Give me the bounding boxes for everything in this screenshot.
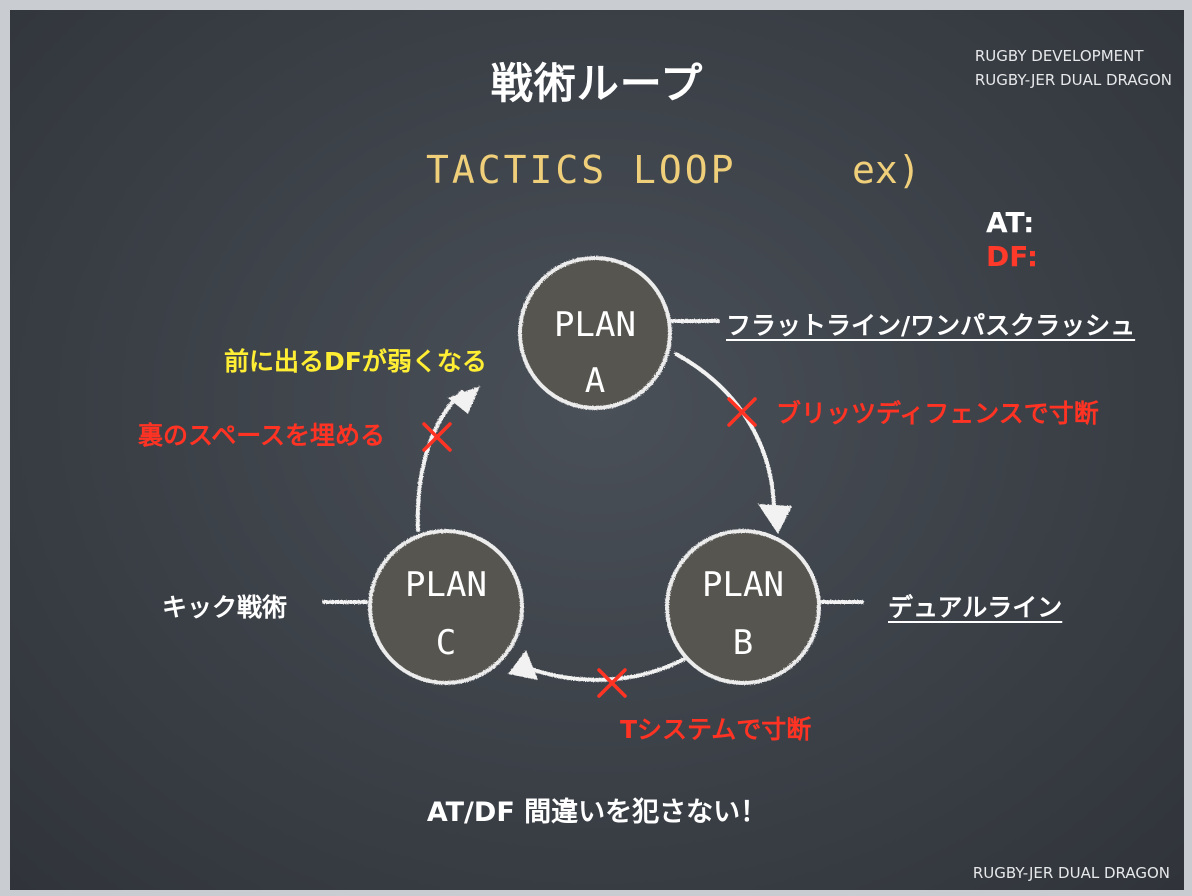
subtitle-suffix: ex) [852, 148, 921, 192]
ca-effect-label: 前に出るDFが弱くなる [224, 347, 487, 376]
slide-title: 戦術ループ [490, 59, 704, 108]
plan-a-circle [518, 256, 672, 410]
brand-line-2: RUGBY-JER DUAL DRAGON [974, 71, 1172, 89]
plan-c-attack-label: キック戦術 [162, 593, 288, 622]
cross-mark-bc [597, 668, 627, 698]
plan-b-attack-label: デュアルライン [888, 593, 1063, 622]
ab-defense-label: ブリッツディフェンスで寸断 [776, 399, 1099, 428]
loop-diagram: PLAN A PLAN B PLAN C [322, 256, 864, 698]
brand-block: RUGBY DEVELOPMENT RUGBY-JER DUAL DRAGON [975, 44, 1172, 92]
plan-a-label-1: PLAN [554, 305, 636, 345]
tactics-loop-subtitle: TACTICS LOOP [426, 148, 737, 192]
cross-mark-ca [422, 422, 452, 452]
cross-mark-ab [727, 397, 757, 427]
footer-message: AT/DF 間違いを犯さない！ [426, 797, 768, 828]
slide: 戦術ループ RUGBY DEVELOPMENT RUGBY-JER DUAL D… [10, 10, 1184, 890]
arrowhead-a [448, 386, 480, 414]
plan-c-circle [368, 529, 524, 685]
plan-a-attack-label: フラットライン/ワンパスクラッシュ [726, 311, 1136, 340]
arrow-c-to-a [415, 390, 464, 532]
arrowhead-c [508, 650, 538, 680]
plan-a-label-2: A [585, 361, 605, 401]
arrow-a-to-b [674, 352, 776, 510]
plan-b-label-2: B [733, 623, 753, 663]
legend-attack: AT: [986, 206, 1035, 239]
ca-defense-label: 裏のスペースを埋める [138, 421, 386, 450]
arrow-b-to-c [516, 656, 688, 682]
arrowhead-b [758, 504, 792, 534]
plan-c-label-1: PLAN [405, 565, 487, 605]
bc-defense-label: Tシステムで寸断 [620, 715, 812, 744]
credit-label: RUGBY-JER DUAL DRAGON [972, 864, 1170, 882]
legend-defense: DF: [986, 240, 1039, 273]
brand-line-1: RUGBY DEVELOPMENT [974, 47, 1144, 65]
plan-b-label-1: PLAN [702, 565, 784, 605]
plan-c-label-2: C [436, 623, 456, 663]
plan-b-circle [665, 529, 821, 685]
